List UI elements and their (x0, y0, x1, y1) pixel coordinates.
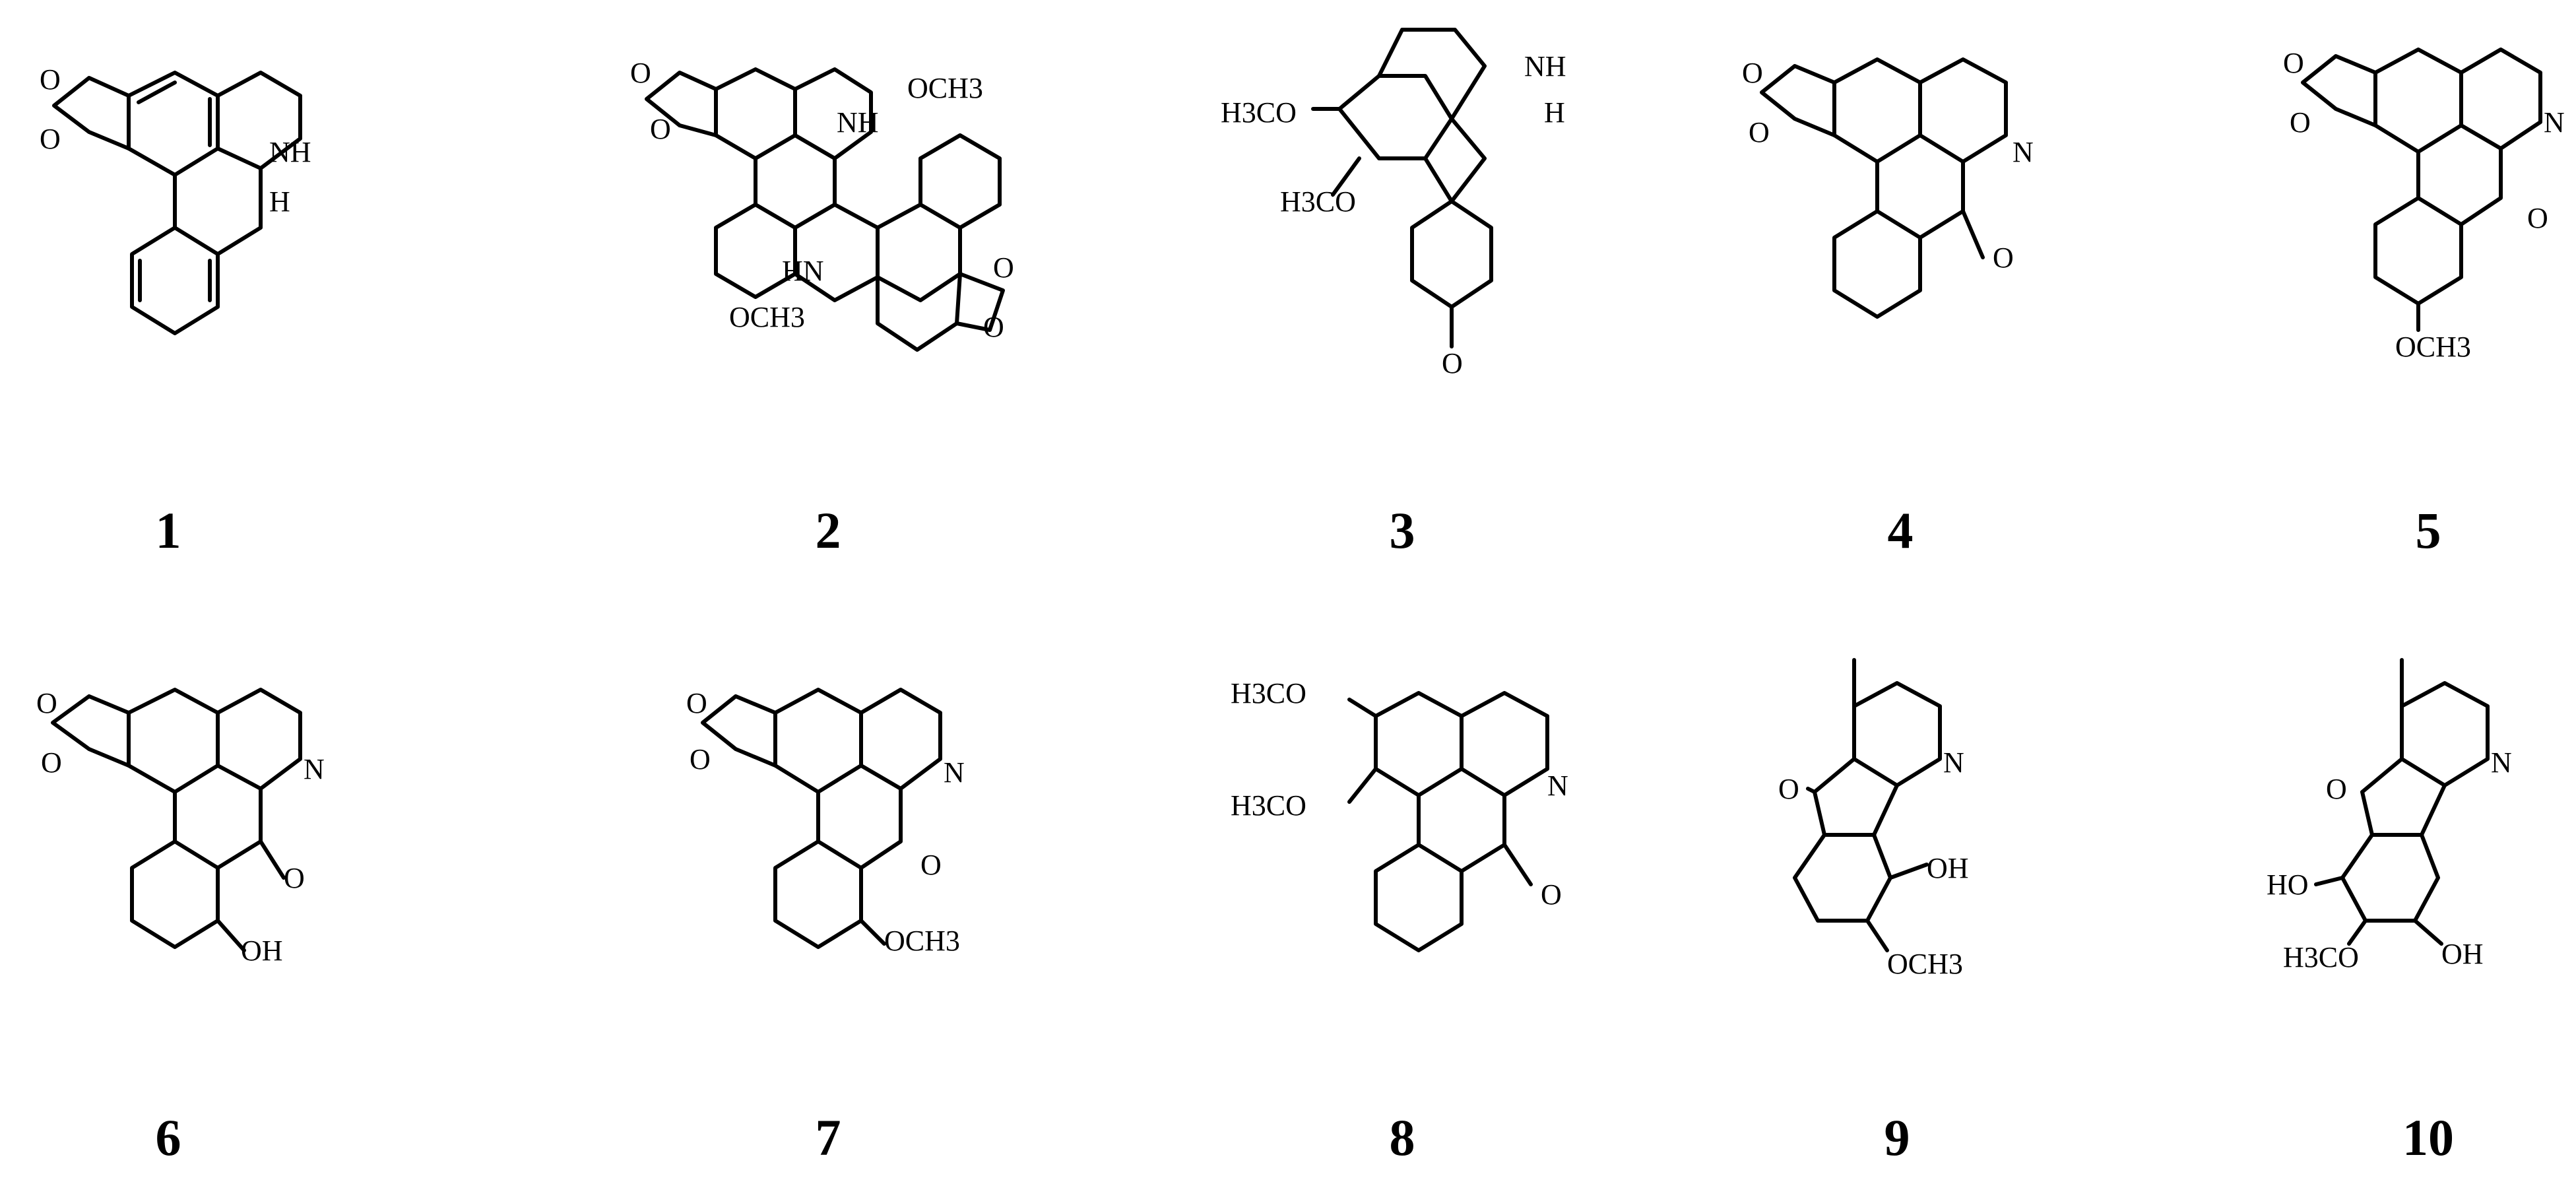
atom-label: OH (2441, 938, 2484, 970)
atom-label: N (2491, 746, 2512, 779)
atom-label: O (1778, 773, 1799, 805)
atom-label: O (2283, 47, 2304, 79)
structure-9: N O OH OCH3 9 (1778, 658, 1969, 1166)
atom-label: OCH3 (2395, 331, 2471, 363)
atom-label: N (2544, 106, 2565, 139)
atom-label: O (2290, 106, 2311, 139)
structure-10: N O HO H3CO OH 10 (2267, 658, 2512, 1166)
compound-number: 3 (1390, 502, 1415, 559)
atom-label: O (630, 57, 651, 89)
atom-label: N (944, 756, 965, 789)
atom-label: OCH3 (729, 301, 805, 333)
atom-label: O (650, 113, 671, 145)
atom-label: O (993, 251, 1014, 284)
atom-label: O (686, 687, 707, 719)
atom-label: H3CO (1221, 96, 1297, 129)
structure-6: O O N O OH 6 (36, 687, 325, 1166)
compound-number: 1 (156, 502, 181, 559)
atom-label: O (2326, 773, 2347, 805)
structure-4: O O N O 4 (1742, 57, 2034, 559)
compound-number: 10 (2402, 1109, 2454, 1166)
atom-label: H3CO (2283, 941, 2359, 973)
atom-label: O (1442, 347, 1463, 379)
atom-label: O (2527, 202, 2548, 234)
atom-label: NH (837, 106, 879, 139)
atom-label: H3CO (1231, 789, 1306, 822)
atom-label: O (36, 687, 57, 719)
compound-number: 7 (816, 1109, 841, 1166)
atom-label: O (1749, 116, 1770, 148)
atom-label: HN (782, 255, 824, 287)
structure-3: H3CO H3CO NH H O 3 (1221, 28, 1566, 559)
atom-label: O (40, 123, 61, 155)
atom-label: N (1547, 770, 1568, 802)
compound-number: 5 (2416, 502, 2441, 559)
structure-1: O O NH H 1 (40, 63, 311, 559)
atom-label: O (41, 746, 62, 779)
atom-label: H (269, 185, 290, 218)
atom-label: OH (1927, 852, 1969, 884)
atom-label: H (1544, 96, 1565, 129)
atom-label: OCH3 (1887, 948, 1963, 980)
atom-label: O (1993, 242, 2014, 274)
atom-label: O (1742, 57, 1763, 89)
atom-label: N (304, 753, 325, 785)
structure-2: O O NH OCH3 OCH3 HN O O 2 (630, 57, 1014, 559)
atom-label: NH (269, 136, 311, 168)
atom-label: O (284, 862, 305, 894)
structure-5: O O N O OCH3 5 (2283, 47, 2565, 559)
atom-label: OCH3 (907, 72, 983, 104)
atom-label: O (1541, 878, 1562, 911)
structure-8: H3CO H3CO N O 8 (1231, 677, 1568, 1166)
compound-number: 6 (156, 1109, 181, 1166)
structure-7: O O N O OCH3 7 (686, 687, 965, 1166)
atom-label: O (920, 849, 942, 881)
atom-label: N (2012, 136, 2034, 168)
atom-label: O (690, 743, 711, 775)
compound-number: 8 (1390, 1109, 1415, 1166)
atom-label: O (40, 63, 61, 96)
atom-label: OH (241, 935, 283, 967)
compound-number: 4 (1888, 502, 1914, 559)
atom-label: H3CO (1280, 185, 1356, 218)
atom-label: HO (2267, 869, 2309, 901)
atom-label: H3CO (1231, 677, 1306, 709)
atom-label: OCH3 (884, 925, 960, 957)
compound-number: 9 (1884, 1109, 1910, 1166)
atom-label: N (1943, 746, 1964, 779)
atom-label: NH (1524, 50, 1566, 82)
atom-label: O (983, 311, 1004, 343)
compound-number: 2 (816, 502, 841, 559)
